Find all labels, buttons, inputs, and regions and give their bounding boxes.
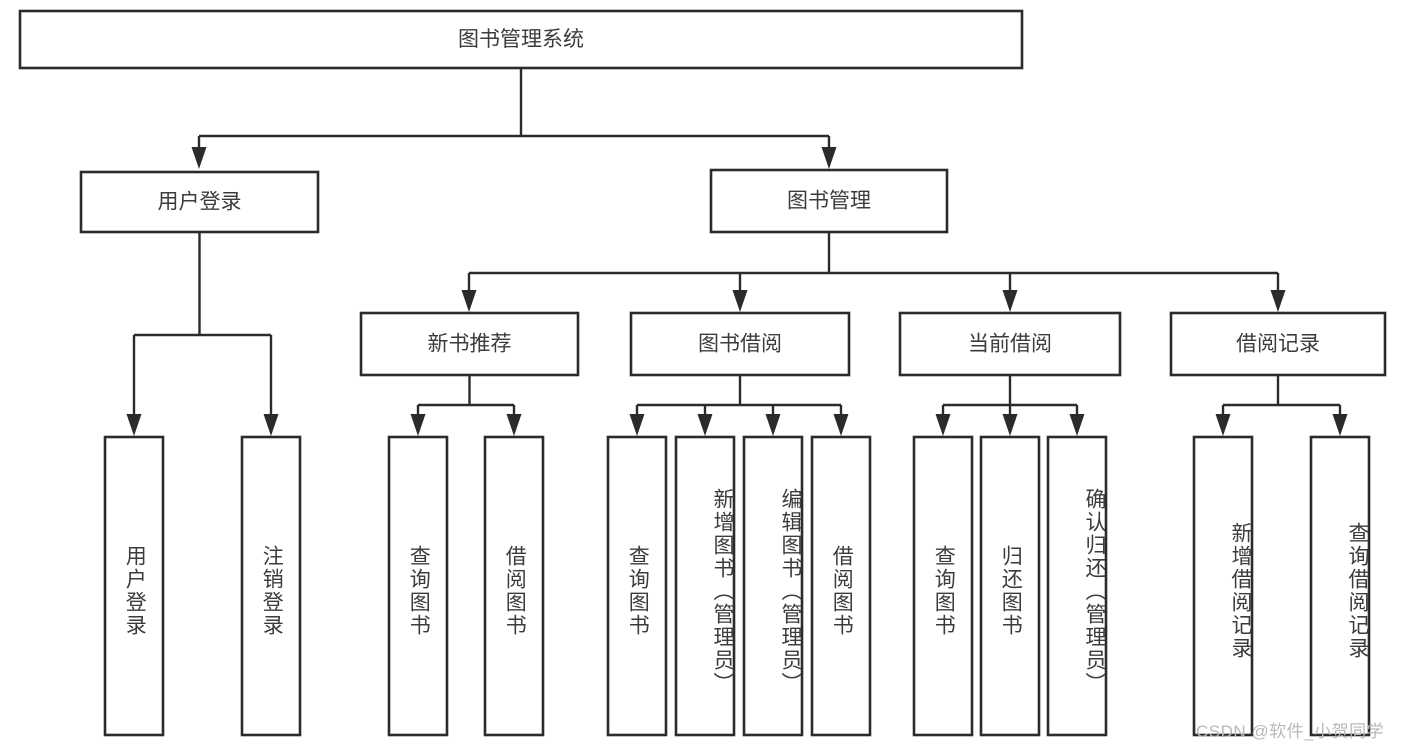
arrow-head-icon [410, 414, 426, 436]
connector-current-borrow-to-leaves [935, 375, 1085, 436]
node-box-leaf-query-book-borrow[interactable] [606, 435, 668, 737]
node-box-new-book-recommend[interactable] [359, 311, 580, 377]
arrow-head-icon [732, 290, 748, 312]
node-label-current-borrow: 当前借阅 [968, 333, 1052, 356]
arrow-head-icon [629, 414, 645, 436]
node-box-leaf-query-book-current[interactable] [912, 435, 974, 737]
node-box-leaf-query-book-recommend[interactable] [387, 435, 449, 737]
connector-book-manage-to-level2 [461, 232, 1286, 312]
arrow-head-icon [263, 414, 279, 436]
arrow-head-icon [833, 414, 849, 436]
arrow-head-icon [1270, 290, 1286, 312]
node-box-leaf-user-login[interactable] [103, 435, 165, 737]
node-box-leaf-add-book[interactable] [674, 435, 736, 737]
node-box-borrow-record[interactable] [1169, 311, 1387, 377]
arrow-head-icon [506, 414, 522, 436]
node-box-leaf-user-logout[interactable] [240, 435, 302, 737]
csdn-watermark: CSDN @软件_小贺同学 [1196, 722, 1385, 741]
node-box-leaf-add-borrow-record[interactable] [1192, 435, 1254, 737]
connector-new-book-recommend-to-leaves [410, 375, 522, 436]
node-label-root: 图书管理系统 [458, 28, 584, 51]
node-box-leaf-query-borrow-record[interactable] [1309, 435, 1371, 737]
node-label-book-borrow: 图书借阅 [698, 333, 782, 356]
arrow-head-icon [1215, 414, 1231, 436]
node-box-leaf-edit-book[interactable] [742, 435, 804, 737]
arrow-head-icon [1069, 414, 1085, 436]
arrow-head-icon [1002, 414, 1018, 436]
node-label-new-book-recommend: 新书推荐 [428, 333, 512, 356]
arrow-head-icon [1002, 290, 1018, 312]
connector-borrow-record-to-leaves [1215, 375, 1348, 436]
node-box-leaf-borrow-book[interactable] [810, 435, 872, 737]
arrow-head-icon [821, 147, 837, 169]
node-box-leaf-return-book[interactable] [979, 435, 1041, 737]
node-box-current-borrow[interactable] [898, 311, 1122, 377]
node-box-root[interactable] [18, 9, 1024, 70]
arrow-head-icon [765, 414, 781, 436]
boxes-layer [18, 9, 1387, 737]
arrow-head-icon [697, 414, 713, 436]
arrow-head-icon [935, 414, 951, 436]
node-box-user-login[interactable] [79, 170, 320, 234]
arrow-head-icon [461, 290, 477, 312]
connectors-layer [126, 68, 1348, 436]
node-box-book-borrow[interactable] [629, 311, 851, 377]
arrow-head-icon [126, 414, 142, 436]
arrow-head-icon [191, 147, 207, 169]
node-label-user-login: 用户登录 [158, 191, 242, 214]
arrow-head-icon [1332, 414, 1348, 436]
node-box-leaf-borrow-book-recommend[interactable] [483, 435, 545, 737]
node-label-borrow-record: 借阅记录 [1236, 333, 1320, 356]
connector-user-login-to-leaves [126, 232, 279, 436]
node-box-book-manage[interactable] [709, 168, 949, 234]
connector-book-borrow-to-leaves [629, 375, 849, 436]
node-label-book-manage: 图书管理 [787, 190, 871, 213]
connector-root-to-level1 [191, 68, 837, 169]
node-box-leaf-confirm-return[interactable] [1046, 435, 1108, 737]
